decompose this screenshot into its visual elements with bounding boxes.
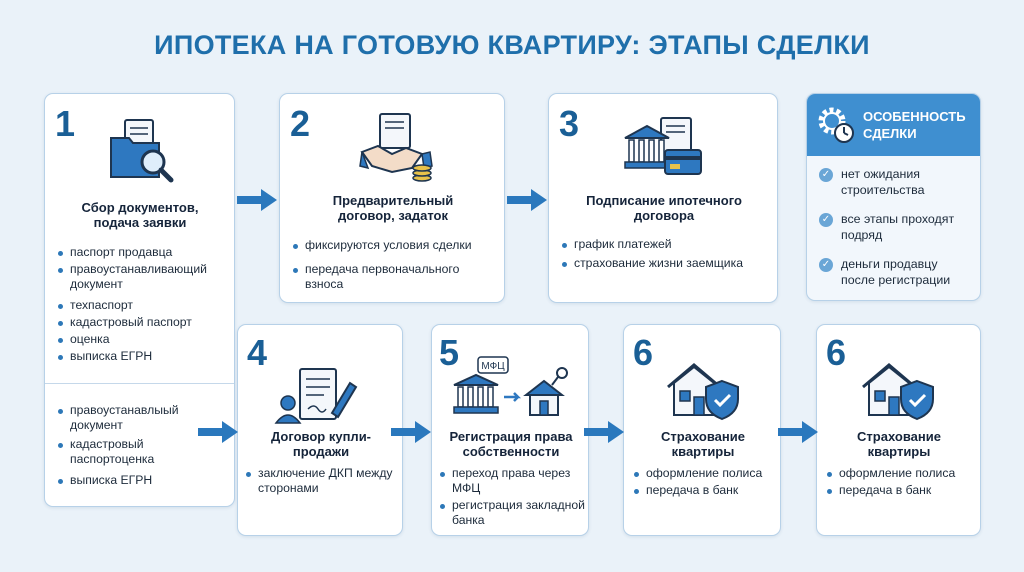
list-item: паспорт продавца: [58, 245, 230, 260]
list-item: заключение ДКП между сторонами: [246, 466, 401, 496]
list-item: страхование жизни заемщика: [562, 256, 772, 271]
step-6-card: 6 Страхование квартиры оформление полиса…: [623, 324, 781, 536]
step-6-heading: Страхование квартиры: [661, 429, 745, 459]
step-3-list: график платежей страхование жизни заемщи…: [562, 237, 772, 275]
step-4-list: заключение ДКП между сторонами: [246, 466, 401, 500]
step-1-extra-list: правоустанавлыый документ кадастровый па…: [58, 403, 230, 492]
check-icon: ✓: [819, 258, 833, 272]
list-item: ✓ нет ожидания строительства: [819, 166, 974, 198]
step-3-number: 3: [559, 103, 580, 144]
arrow-right-icon: [584, 421, 624, 443]
bank-card-icon: [624, 117, 702, 175]
step-2-number: 2: [290, 103, 311, 144]
step-4-heading: Договор купли-продажи: [270, 429, 372, 459]
step-6-list: оформление полиса передача в банк: [634, 466, 779, 500]
list-item: оформление полиса: [634, 466, 779, 481]
step-5-list: переход права через МФЦ регистрация закл…: [440, 466, 585, 530]
arrow-right-icon: [237, 189, 277, 211]
step-6b-number: 6: [826, 332, 847, 373]
mfc-label: МФЦ: [481, 361, 505, 372]
list-item-label: все этапы проходят подряд: [841, 212, 955, 242]
step-6b-list: оформление полиса передача в банк: [827, 466, 977, 500]
step-4-card: 4 Договор купли-продажи заключение ДКП м…: [237, 324, 403, 536]
list-item-label: деньги продавцу после регистрации: [841, 257, 951, 287]
list-item: ✓ деньги продавцу после регистрации: [819, 256, 974, 288]
check-icon: ✓: [819, 168, 833, 182]
list-item-label: нет ожидания строительства: [841, 167, 925, 197]
list-item: переход права через МФЦ: [440, 466, 585, 496]
step-3-heading: Подписание ипотечного договора: [586, 193, 742, 223]
list-item: техпаспорт: [58, 298, 230, 313]
list-item: правоустанавлыый документ: [58, 403, 230, 433]
house-shield-icon: [862, 363, 934, 421]
list-item: оформление полиса: [827, 466, 977, 481]
step-1-list: паспорт продавца правоустанавливающий до…: [58, 245, 230, 366]
handshake-coins-icon: [359, 113, 433, 182]
list-item: выписка ЕГРН: [58, 473, 230, 488]
contract-signing-icon: [274, 368, 358, 424]
list-item: кадастровый паспортоценка: [58, 437, 230, 467]
step-5-card: 5 МФЦ Регистрация права собственности пе…: [431, 324, 589, 536]
list-item: передача в банк: [634, 483, 779, 498]
list-item: выписка ЕГРН: [58, 349, 230, 364]
step-6b-heading: Страхование квартиры: [857, 429, 941, 459]
feature-title: ОСОБЕННОСТЬ СДЕЛКИ: [863, 109, 966, 141]
step-6b-card: 6 Страхование квартиры оформление полиса…: [816, 324, 981, 536]
folder-search-icon: [110, 119, 174, 183]
list-item: регистрация закладной банка: [440, 498, 585, 528]
step-6-number: 6: [633, 332, 654, 373]
check-icon: ✓: [819, 213, 833, 227]
step-1-heading: Сбор документов, подача заявки: [81, 200, 199, 230]
step-1-number: 1: [55, 103, 76, 144]
step-3-card: 3 Подписание ипотечного договора график …: [548, 93, 778, 303]
arrow-right-icon: [198, 421, 238, 443]
step-1-card: 1 Сбор документов, подача заявки паспорт…: [44, 93, 235, 507]
feature-header: ОСОБЕННОСТЬ СДЕЛКИ: [807, 94, 980, 156]
arrow-right-icon: [778, 421, 818, 443]
page-title: ИПОТЕКА НА ГОТОВУЮ КВАРТИРУ: ЭТАПЫ СДЕЛК…: [154, 30, 870, 60]
step-2-list: фиксируются условия сделки передача перв…: [293, 238, 493, 296]
step-4-number: 4: [247, 332, 268, 373]
gear-clock-icon: [818, 107, 854, 143]
list-item: кадастровый паспорт: [58, 315, 230, 330]
step-2-card: 2 Предварительный договор, задаток фикси…: [279, 93, 505, 303]
list-item: правоустанавливающий документ: [58, 262, 230, 292]
arrow-right-icon: [507, 189, 547, 211]
step-2-heading: Предварительный договор, задаток: [332, 193, 454, 223]
step-5-number: 5: [439, 332, 460, 373]
list-item: фиксируются условия сделки: [293, 238, 493, 253]
list-item: передача первоначального взноса: [293, 262, 493, 292]
arrow-right-icon: [391, 421, 431, 443]
list-item: ✓ все этапы проходят подряд: [819, 211, 974, 243]
list-item: график платежей: [562, 237, 772, 252]
house-shield-icon: [667, 363, 739, 421]
list-item: оценка: [58, 332, 230, 347]
list-item: передача в банк: [827, 483, 977, 498]
step-5-heading: Регистрация права собственности: [449, 429, 573, 459]
feature-list: ✓ нет ожидания строительства ✓ все этапы п…: [819, 166, 974, 301]
feature-card: ОСОБЕННОСТЬ СДЕЛКИ ✓ нет ожидания строите…: [806, 93, 981, 301]
mfc-house-icon: МФЦ: [453, 356, 568, 416]
divider: [45, 383, 234, 384]
